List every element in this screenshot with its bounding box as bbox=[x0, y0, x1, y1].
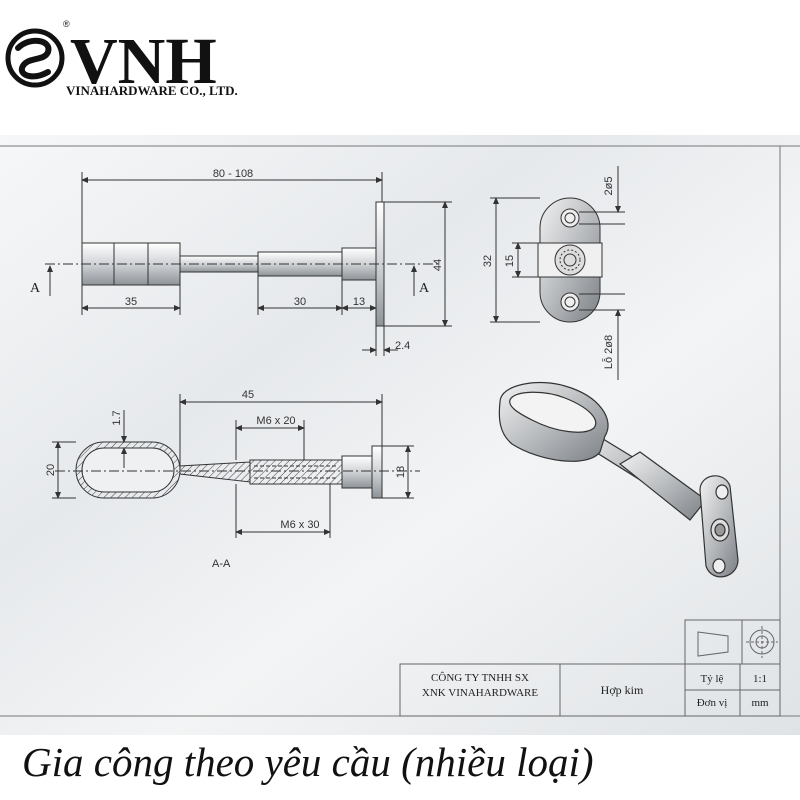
caption: Gia công theo yêu cầu (nhiều loại) bbox=[22, 739, 594, 785]
scale-value: 1:1 bbox=[753, 673, 767, 685]
thread-hole-icon bbox=[554, 244, 586, 276]
unit-label: Đơn vị bbox=[697, 697, 728, 709]
oval-ring bbox=[81, 447, 175, 493]
brand-name: VNH bbox=[70, 25, 217, 98]
dim-large-holes: Lỗ 2ø8 bbox=[602, 335, 615, 369]
dim-sleeve-length: 30 bbox=[294, 296, 306, 308]
section-mark-left: A bbox=[30, 281, 41, 296]
dim-section-length: 45 bbox=[242, 389, 254, 401]
company-line-1: CÔNG TY TNHH SX bbox=[431, 672, 529, 684]
company-line-2: XNK VINAHARDWARE bbox=[422, 687, 538, 699]
drawing-background bbox=[0, 135, 800, 735]
dim-small-holes: 2ø5 bbox=[603, 177, 615, 196]
isometric-view bbox=[498, 381, 739, 578]
dim-plate-length: 32 bbox=[482, 255, 494, 267]
dim-flange-height: 18 bbox=[395, 466, 407, 478]
dim-wall-thickness: 1.7 bbox=[111, 410, 123, 425]
dim-thread-30: M6 x 30 bbox=[280, 519, 319, 531]
bottom-hole-icon bbox=[560, 292, 580, 312]
material: Hợp kim bbox=[601, 683, 644, 697]
registered-mark: ® bbox=[63, 19, 70, 29]
dim-knob-length: 35 bbox=[125, 296, 137, 308]
title-block bbox=[399, 619, 781, 717]
dim-hole-spacing: 15 bbox=[504, 255, 516, 267]
top-hole-icon bbox=[560, 208, 580, 228]
dim-overall-length: 80 - 108 bbox=[213, 168, 253, 180]
section-view bbox=[52, 394, 420, 538]
dim-plate-height: 44 bbox=[432, 259, 444, 271]
company-full-name: VINAHARDWARE CO., LTD. bbox=[66, 83, 238, 98]
front-view bbox=[490, 166, 625, 380]
section-plate bbox=[371, 445, 383, 499]
dim-thread-20: M6 x 20 bbox=[256, 415, 295, 427]
section-label: A-A bbox=[212, 558, 231, 570]
dim-collar-length: 13 bbox=[353, 296, 365, 308]
scale-label: Tỷ lệ bbox=[701, 673, 724, 685]
unit-value: mm bbox=[751, 697, 769, 709]
dim-plate-thickness: 2.4 bbox=[395, 340, 410, 352]
vnh-logo-icon bbox=[5, 28, 65, 88]
section-mark-right: A bbox=[419, 281, 430, 296]
top-view bbox=[45, 172, 452, 356]
threaded-sleeve bbox=[249, 459, 343, 485]
dim-oval-height: 20 bbox=[45, 464, 57, 476]
